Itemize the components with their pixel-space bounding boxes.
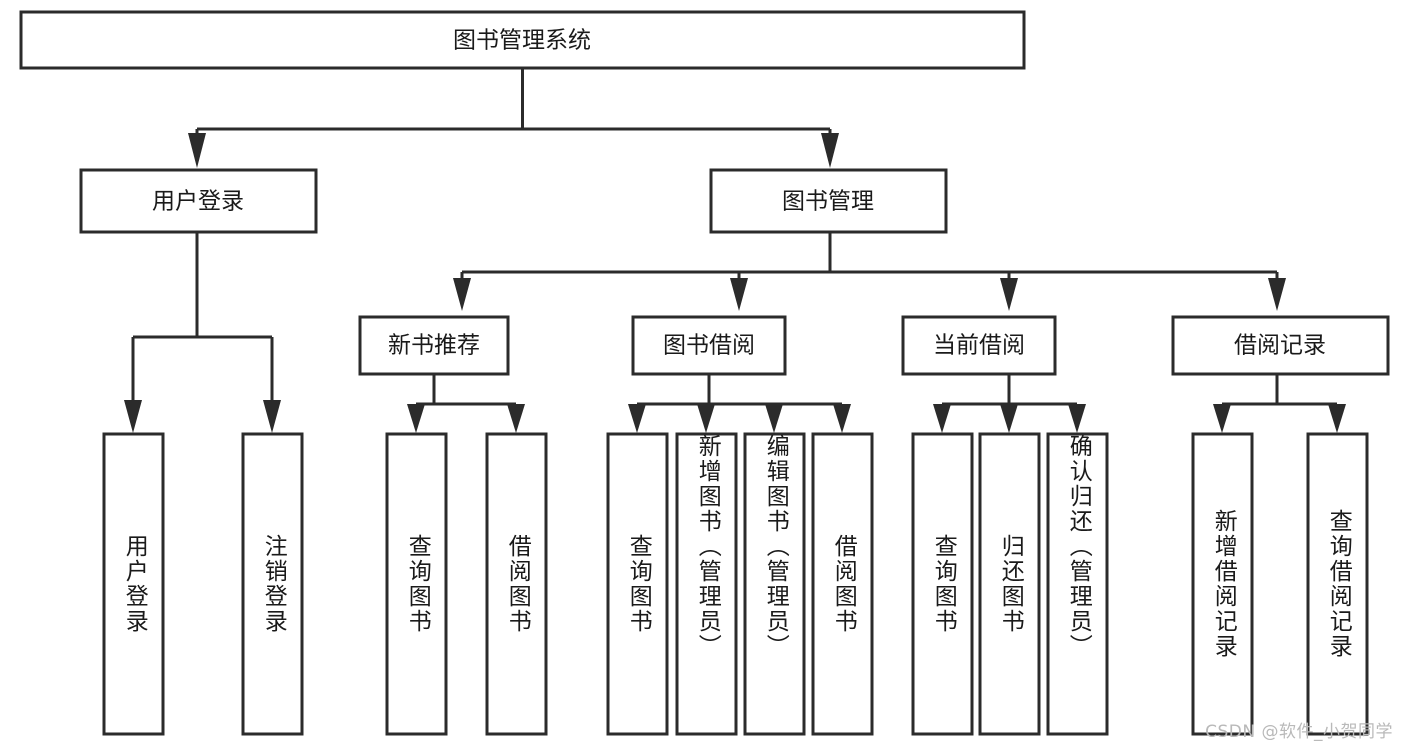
- arrow-head-leaf-user-login: [124, 400, 142, 433]
- arrow-head-current-borrow: [1000, 278, 1018, 311]
- arrow-head-leaf-query-book-1: [407, 404, 425, 433]
- arrow-head-leaf-query-record: [1328, 404, 1346, 433]
- arrow-head-leaf-query-book-2: [628, 404, 646, 433]
- connector-group-book-manage: [453, 232, 1286, 311]
- arrow-head-leaf-borrow-book-1: [507, 404, 525, 433]
- arrow-head-leaf-confirm-return: [1068, 404, 1086, 433]
- node-book-manage-box[interactable]: [709, 168, 948, 234]
- leaf-boxes: [102, 432, 1369, 736]
- node-current-borrow-label: 当前借阅: [933, 333, 1025, 359]
- node-root[interactable]: 图书管理系统: [19, 10, 1026, 70]
- connector-group-book-borrow: [628, 374, 851, 433]
- node-leaf-borrow-book-2-box[interactable]: [811, 432, 874, 736]
- connector-group-new-book-recommend: [407, 374, 525, 433]
- node-leaf-return-book-box[interactable]: [978, 432, 1041, 736]
- node-new-book-recommend[interactable]: 新书推荐: [358, 315, 510, 376]
- node-book-borrow-box[interactable]: [631, 315, 787, 376]
- node-user-login-box[interactable]: [79, 168, 318, 234]
- node-leaf-edit-book-box[interactable]: [743, 432, 806, 736]
- node-leaf-confirm-return-box[interactable]: [1046, 432, 1109, 736]
- connector-group-current-borrow: [933, 374, 1086, 433]
- connector-group-user-login: [124, 232, 281, 433]
- arrow-head-borrow-record: [1268, 278, 1286, 311]
- arrow-head-leaf-borrow-book-2: [833, 404, 851, 433]
- arrow-head-leaf-add-book: [697, 404, 715, 433]
- arrow-head-leaf-edit-book: [765, 404, 783, 433]
- arrow-head-leaf-query-book-3: [933, 404, 951, 433]
- arrow-head-leaf-return-book: [1000, 404, 1018, 433]
- node-book-borrow[interactable]: 图书借阅: [631, 315, 787, 376]
- node-root-label: 图书管理系统: [453, 28, 591, 54]
- node-leaf-add-record-box[interactable]: [1191, 432, 1254, 736]
- node-borrow-record-box[interactable]: [1171, 315, 1390, 376]
- node-new-book-recommend-label: 新书推荐: [388, 333, 480, 359]
- arrow-head-leaf-user-logout: [263, 400, 281, 433]
- node-leaf-add-book-box[interactable]: [675, 432, 738, 736]
- node-new-book-recommend-box[interactable]: [358, 315, 510, 376]
- node-leaf-user-logout-box[interactable]: [241, 432, 304, 736]
- node-book-manage[interactable]: 图书管理: [709, 168, 948, 234]
- connector-group-root: [188, 68, 839, 168]
- node-leaf-query-record-box[interactable]: [1306, 432, 1369, 736]
- node-leaf-query-book-1-box[interactable]: [385, 432, 448, 736]
- arrow-head-new-book-recommend: [453, 278, 471, 311]
- connector-group-borrow-record: [1213, 374, 1346, 433]
- node-book-borrow-label: 图书借阅: [663, 333, 755, 359]
- node-borrow-record[interactable]: 借阅记录: [1171, 315, 1390, 376]
- node-user-login[interactable]: 用户登录: [79, 168, 318, 234]
- node-user-login-label: 用户登录: [152, 189, 244, 215]
- node-book-manage-label: 图书管理: [782, 189, 874, 215]
- arrow-head-leaf-add-record: [1213, 404, 1231, 433]
- arrow-head-book-manage: [821, 133, 839, 168]
- node-root-box[interactable]: [19, 10, 1026, 70]
- arrow-head-book-borrow: [730, 278, 748, 311]
- node-leaf-borrow-book-1-box[interactable]: [485, 432, 548, 736]
- node-borrow-record-label: 借阅记录: [1234, 333, 1326, 359]
- arrow-head-user-login: [188, 133, 206, 168]
- node-leaf-user-login-box[interactable]: [102, 432, 165, 736]
- node-leaf-query-book-2-box[interactable]: [606, 432, 669, 736]
- node-current-borrow[interactable]: 当前借阅: [901, 315, 1057, 376]
- watermark-text: CSDN @软件_小贺同学: [1205, 722, 1393, 742]
- node-leaf-query-book-3-box[interactable]: [911, 432, 974, 736]
- node-current-borrow-box[interactable]: [901, 315, 1057, 376]
